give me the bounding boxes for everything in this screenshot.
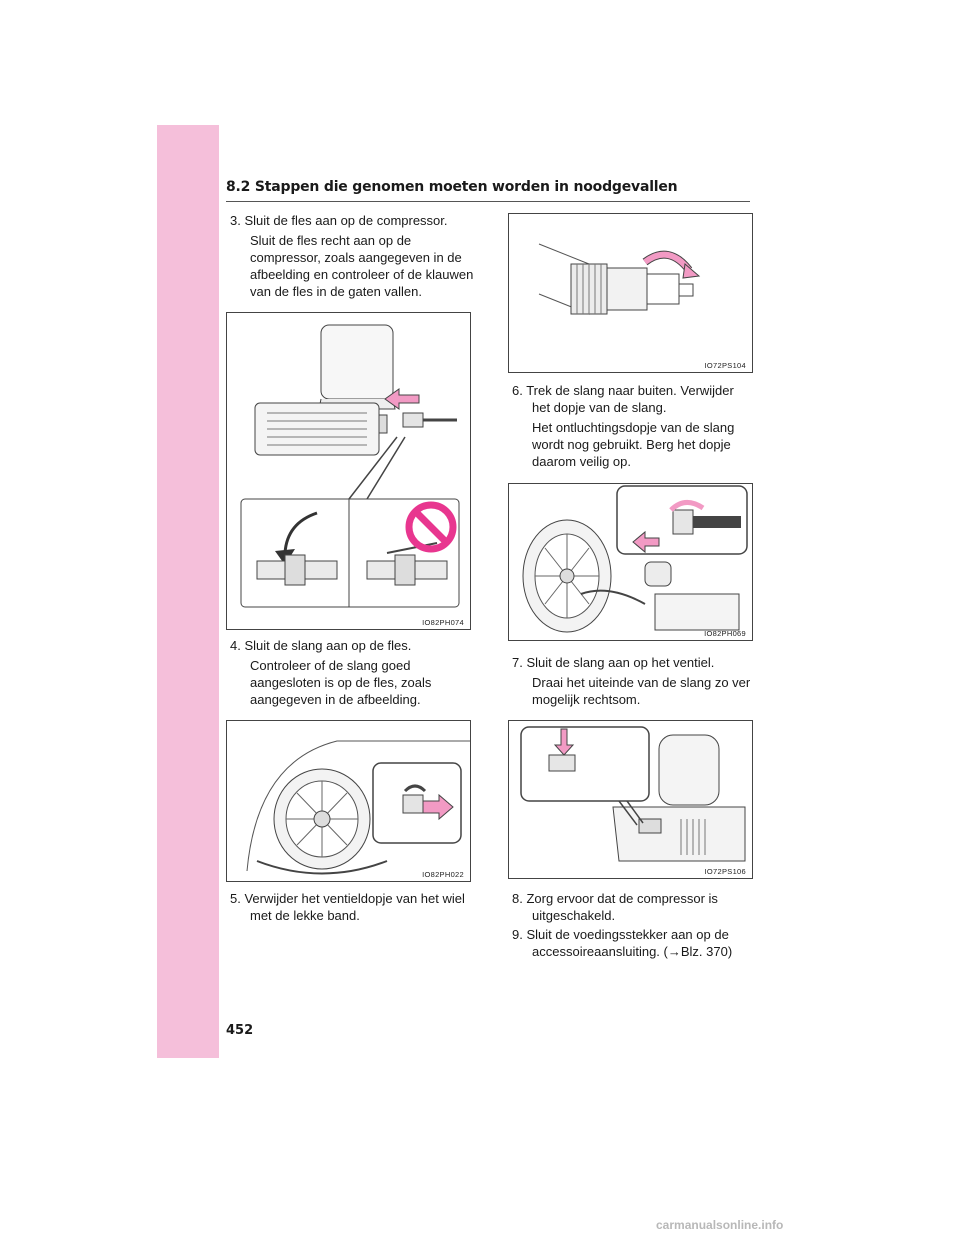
figure-code: IO82PH069 <box>704 629 746 638</box>
step-7-description: Draai het uiteinde van de slang zo ver m… <box>532 675 751 707</box>
figure-code: IO82PH022 <box>422 870 464 879</box>
figure-code: IO72PS106 <box>704 867 746 876</box>
step-4-title: 4. Sluit de slang aan op de fles. <box>230 638 412 653</box>
step-6-title: 6. Trek de slang naar buiten. Verwijder … <box>512 383 734 415</box>
section-tab-sidebar <box>157 125 219 1058</box>
compressor-switch-illustration <box>520 726 746 862</box>
step-6: 6. Trek de slang naar buiten. Verwijder … <box>512 382 752 470</box>
step-9: 9. Sluit de voedingsstekker aan op de ac… <box>512 926 752 960</box>
step-7: 7. Sluit de slang aan op het ventiel. Dr… <box>512 654 752 708</box>
step-5-title: 5. Verwijder het ventieldopje van het wi… <box>230 891 465 923</box>
flat-tire-illustration <box>246 740 470 875</box>
step-4-description: Controleer of de slang goed aangesloten … <box>250 658 432 707</box>
step-3: 3. Sluit de fles aan op de compressor. S… <box>230 212 480 300</box>
page-number: 452 <box>226 1023 254 1038</box>
section-header: 8.2 Stappen die genomen moeten worden in… <box>226 179 750 202</box>
step-7-title: 7. Sluit de slang aan op het ventiel. <box>512 655 715 670</box>
figure-code: IO82PH074 <box>422 618 464 627</box>
step-6-description: Het ontluchtingsdopje van de slang wordt… <box>532 420 735 469</box>
figure-remove-valve-cap: IO82PH069 <box>508 483 753 641</box>
step-5: 5. Verwijder het ventieldopje van het wi… <box>230 890 480 924</box>
bottle-compressor-illustration <box>240 324 460 608</box>
step-4: 4. Sluit de slang aan op de fles. Contro… <box>230 637 480 708</box>
step-8: 8. Zorg ervoor dat de compressor is uitg… <box>512 890 752 924</box>
valve-cap-illustration <box>522 485 748 633</box>
step-3-title: 3. Sluit de fles aan op de compressor. <box>230 213 448 228</box>
step-8-title: 8. Zorg ervoor dat de compressor is uitg… <box>512 891 718 923</box>
figure-compressor-switch: IO72PS106 <box>508 720 753 879</box>
figure-hose-cap: IO72PS104 <box>508 213 753 373</box>
header-divider <box>226 201 750 202</box>
figure-bottle-compressor: IO82PH074 <box>226 312 471 630</box>
footer-watermark: carmanualsonline.info <box>656 1218 784 1232</box>
hose-cap-illustration <box>538 243 701 315</box>
section-title: 8.2 Stappen die genomen moeten worden in… <box>226 179 678 195</box>
figure-code: IO72PS104 <box>704 361 746 370</box>
figure-flat-tire-valve: IO82PH022 <box>226 720 471 882</box>
step-3-description: Sluit de fles recht aan op de compressor… <box>250 233 474 299</box>
step-9-title: 9. Sluit de voedingsstekker aan op de ac… <box>512 927 733 959</box>
